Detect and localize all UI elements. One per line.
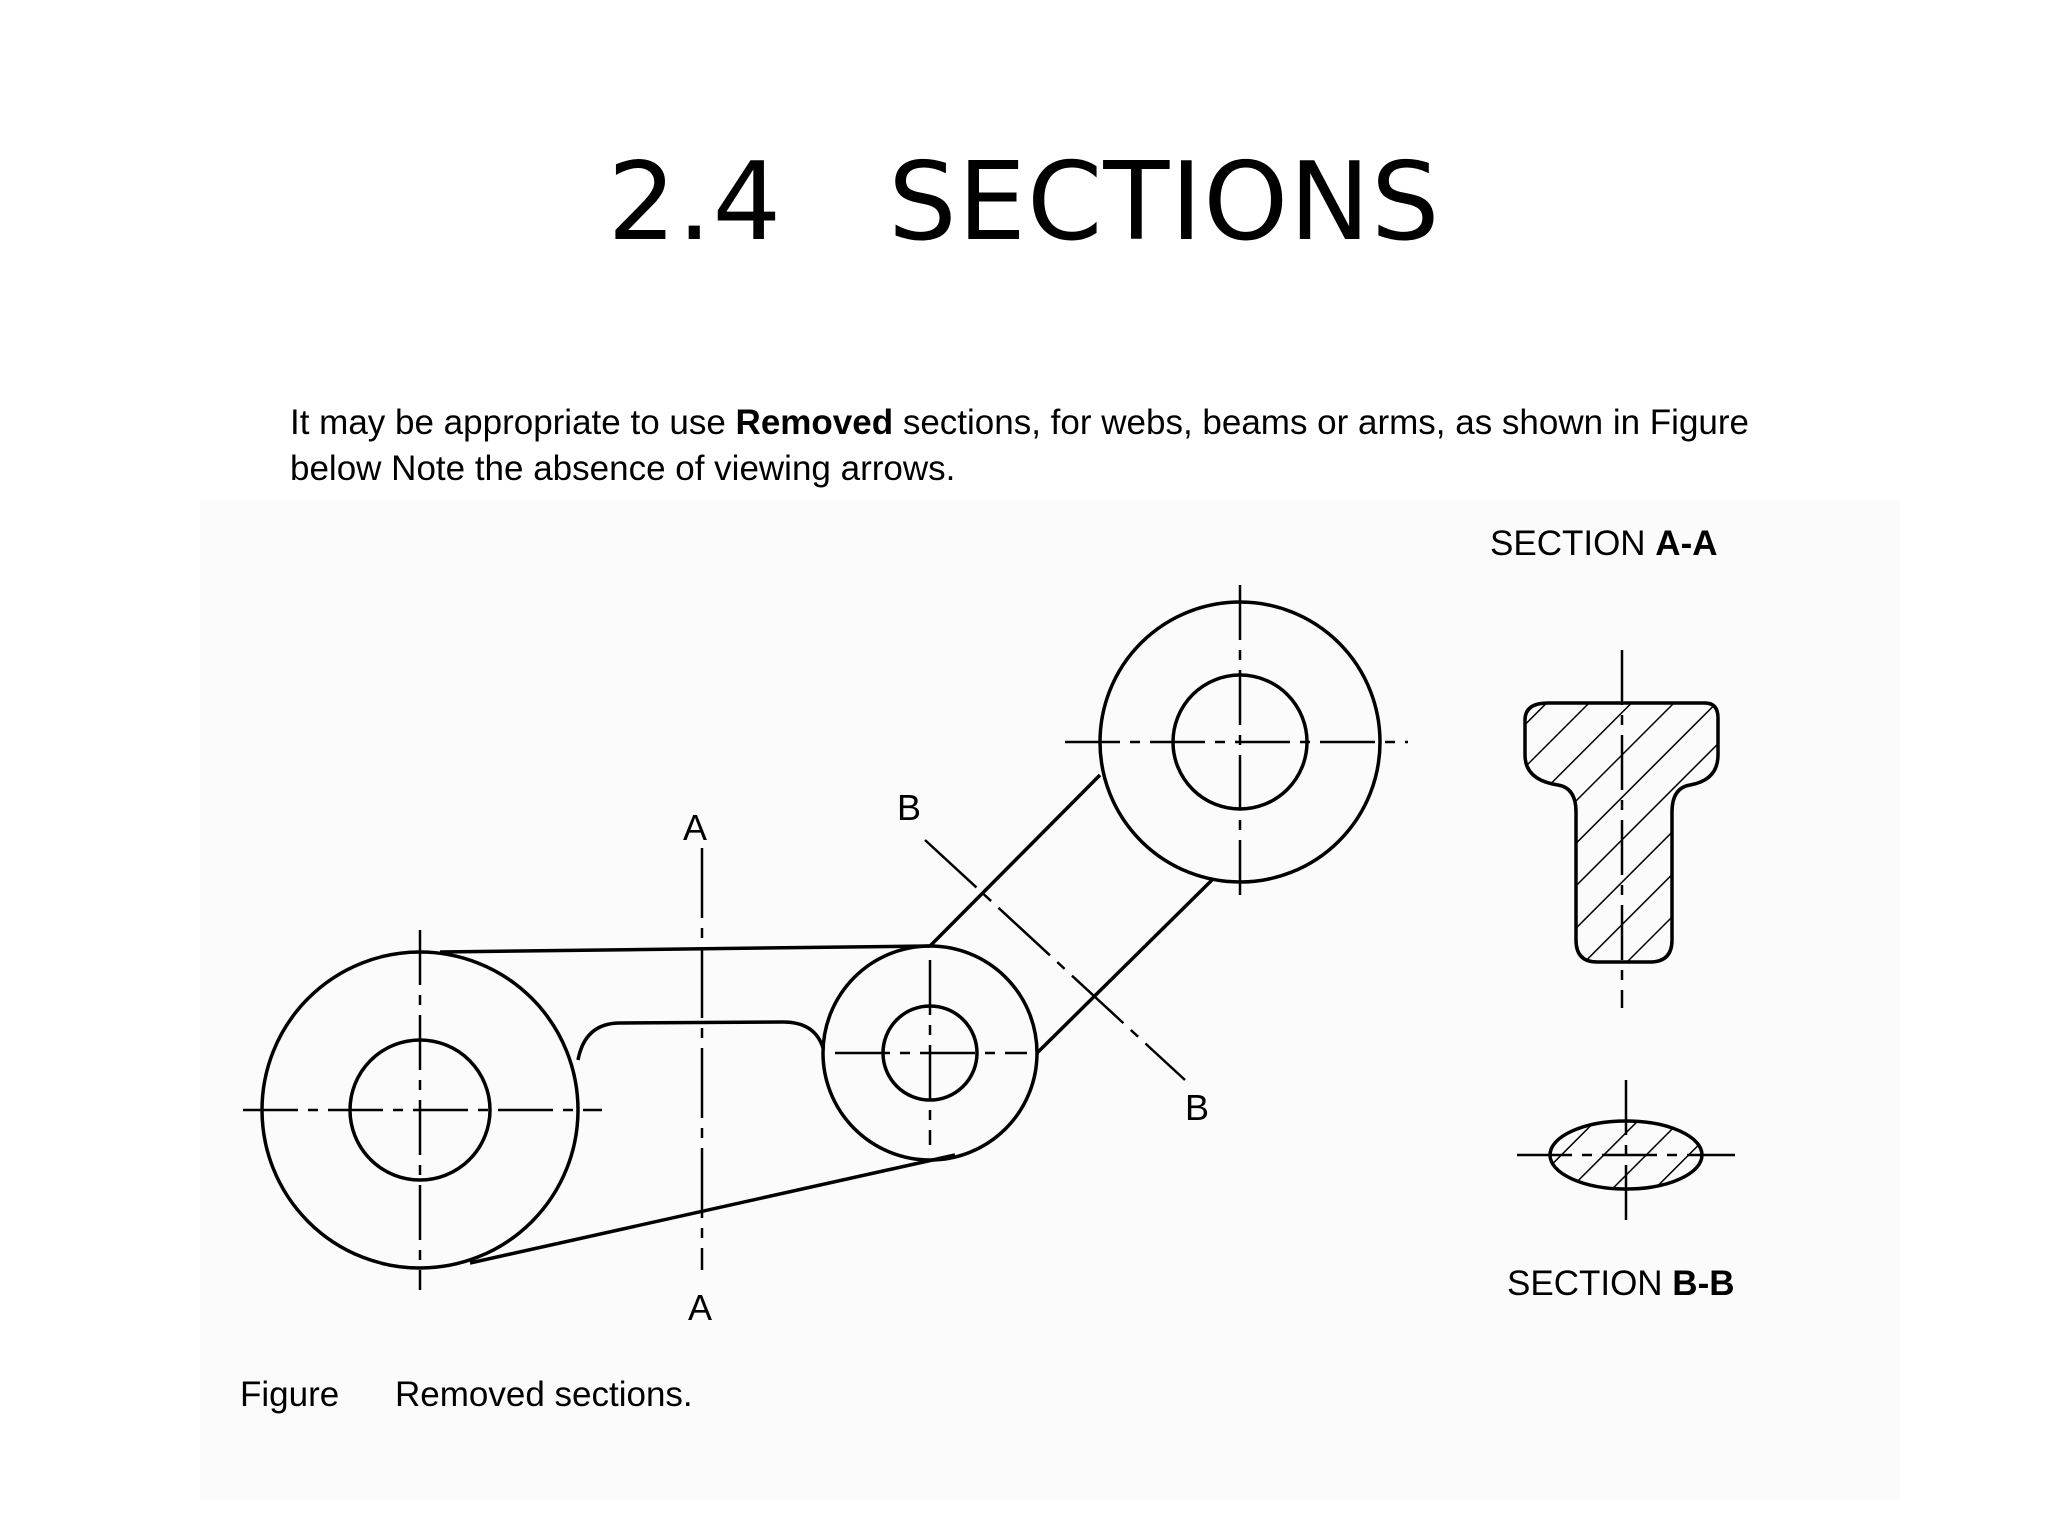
cut-label-a-bottom: A <box>688 1287 713 1328</box>
section-bb-id: B-B <box>1672 1264 1735 1303</box>
figure-caption: Figure Removed sections. <box>240 1374 693 1416</box>
upper-arm-edge-1 <box>928 773 1102 948</box>
section-aa-id: A-A <box>1655 524 1718 563</box>
upper-arm-edge-2 <box>1035 878 1214 1055</box>
intro-text-end: sections, for webs, beams or arms, as sh… <box>290 403 1750 488</box>
caption-text: Removed sections. <box>395 1375 693 1414</box>
intro-text-start: It may be appropriate to use <box>290 403 736 442</box>
arm-bottom-edge <box>469 1153 956 1265</box>
page-title: 2.4 SECTIONS <box>607 140 1441 265</box>
section-bb-label: SECTION B-B <box>1507 1264 1735 1304</box>
figure-panel <box>200 500 1900 1500</box>
arm-top-edge <box>439 944 931 954</box>
cut-label-a-top: A <box>683 807 708 848</box>
cut-label-b-bottom: B <box>1185 1087 1210 1128</box>
intro-bold-word: Removed <box>735 403 894 442</box>
cut-label-b-top: B <box>897 787 922 828</box>
arm-inner-edge <box>576 1020 825 1061</box>
section-bb-prefix: SECTION <box>1507 1264 1673 1303</box>
caption-figure-word: Figure <box>240 1375 340 1414</box>
intro-paragraph: It may be appropriate to use Removed sec… <box>290 400 1850 492</box>
section-aa-label: SECTION A-A <box>1490 524 1718 564</box>
cutting-plane-b <box>924 839 1186 1081</box>
section-aa-prefix: SECTION <box>1490 524 1656 563</box>
